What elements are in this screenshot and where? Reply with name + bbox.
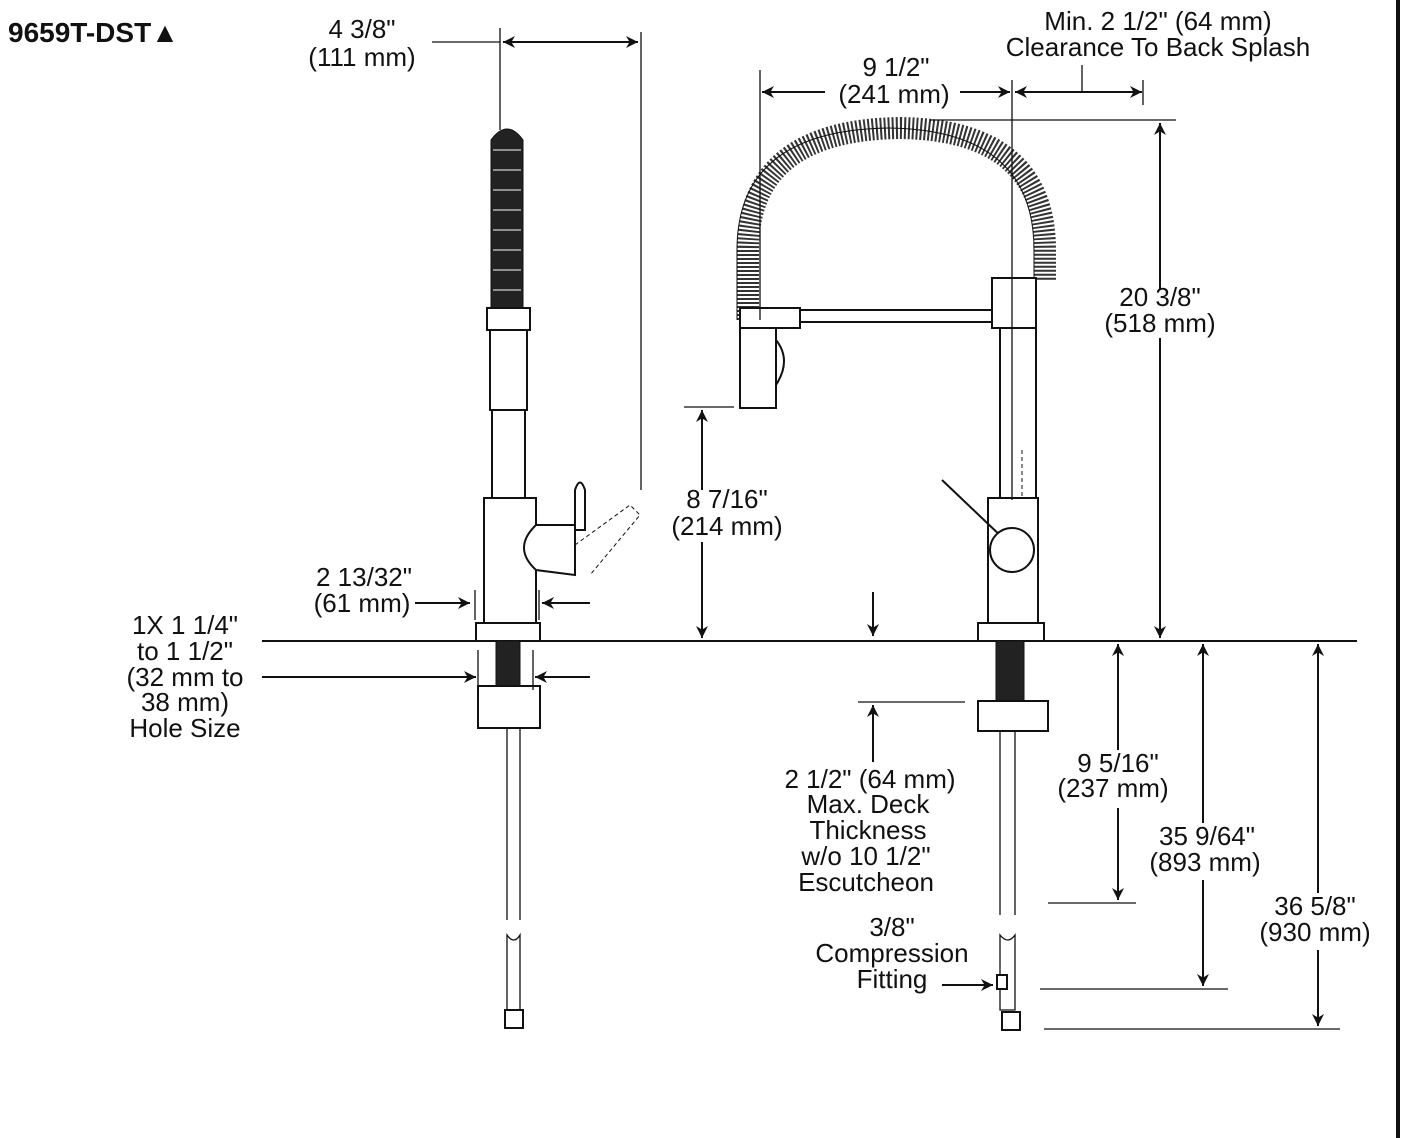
label-shank-length: 9 5/16" (237 mm) bbox=[1057, 748, 1168, 803]
svg-text:35 9/64": 35 9/64" bbox=[1159, 821, 1255, 851]
svg-text:36 5/8": 36 5/8" bbox=[1274, 891, 1356, 921]
svg-text:Clearance To Back Splash: Clearance To Back Splash bbox=[1006, 32, 1310, 62]
svg-text:9 5/16": 9 5/16" bbox=[1077, 748, 1159, 778]
faucet-side-view bbox=[262, 28, 642, 1029]
svg-text:Min. 2 1/2" (64 mm): Min. 2 1/2" (64 mm) bbox=[1044, 6, 1271, 36]
svg-text:(518 mm): (518 mm) bbox=[1104, 308, 1215, 338]
svg-text:9 1/2": 9 1/2" bbox=[862, 52, 929, 82]
svg-text:1X 1 1/4": 1X 1 1/4" bbox=[132, 610, 238, 640]
svg-text:(32 mm to: (32 mm to bbox=[126, 662, 243, 692]
label-backsplash-clearance: Min. 2 1/2" (64 mm) Clearance To Back Sp… bbox=[1006, 6, 1310, 62]
svg-text:8 7/16": 8 7/16" bbox=[686, 484, 768, 514]
svg-text:Thickness: Thickness bbox=[809, 815, 926, 845]
svg-text:Compression: Compression bbox=[815, 938, 968, 968]
svg-text:(111 mm): (111 mm) bbox=[308, 42, 415, 72]
svg-text:(237 mm): (237 mm) bbox=[1057, 773, 1168, 803]
svg-text:4 3/8": 4 3/8" bbox=[328, 14, 395, 44]
label-hole-size: 1X 1 1/4" to 1 1/2" (32 mm to 38 mm) Hol… bbox=[126, 610, 243, 743]
svg-text:Hole Size: Hole Size bbox=[129, 713, 240, 743]
svg-text:(241 mm): (241 mm) bbox=[838, 79, 949, 109]
svg-text:3/8": 3/8" bbox=[869, 912, 914, 942]
svg-text:(893 mm): (893 mm) bbox=[1149, 847, 1260, 877]
faucet-front-view bbox=[736, 65, 1144, 1031]
svg-text:(61 mm): (61 mm) bbox=[314, 588, 411, 618]
svg-text:(214 mm): (214 mm) bbox=[671, 511, 782, 541]
svg-text:Fitting: Fitting bbox=[857, 964, 928, 994]
svg-text:Max. Deck: Max. Deck bbox=[807, 789, 931, 819]
label-spout-clearance: 8 7/16" (214 mm) bbox=[671, 484, 782, 541]
svg-text:(930 mm): (930 mm) bbox=[1259, 917, 1370, 947]
label-fitting-length: 35 9/64" (893 mm) bbox=[1149, 821, 1260, 877]
svg-text:w/o 10 1/2": w/o 10 1/2" bbox=[800, 841, 930, 871]
label-base-width: 2 13/32" (61 mm) bbox=[314, 562, 412, 618]
svg-text:20 3/8": 20 3/8" bbox=[1119, 282, 1201, 312]
label-total-below: 36 5/8" (930 mm) bbox=[1259, 891, 1370, 947]
svg-text:2 13/32": 2 13/32" bbox=[316, 562, 412, 592]
svg-text:38 mm): 38 mm) bbox=[141, 687, 229, 717]
svg-text:to 1 1/2": to 1 1/2" bbox=[137, 636, 233, 666]
model-title: 9659T-DST▲ bbox=[8, 17, 179, 48]
label-compression-fitting: 3/8" Compression Fitting bbox=[815, 912, 968, 994]
svg-text:2 1/2" (64 mm): 2 1/2" (64 mm) bbox=[784, 764, 955, 794]
label-deck-thickness: 2 1/2" (64 mm) Max. Deck Thickness w/o 1… bbox=[784, 764, 955, 897]
svg-text:Escutcheon: Escutcheon bbox=[798, 867, 934, 897]
label-spout-reach-side: 4 3/8" (111 mm) bbox=[308, 14, 415, 72]
label-overall-height: 20 3/8" (518 mm) bbox=[1104, 282, 1215, 338]
label-spout-reach: 9 1/2" (241 mm) bbox=[838, 52, 949, 109]
